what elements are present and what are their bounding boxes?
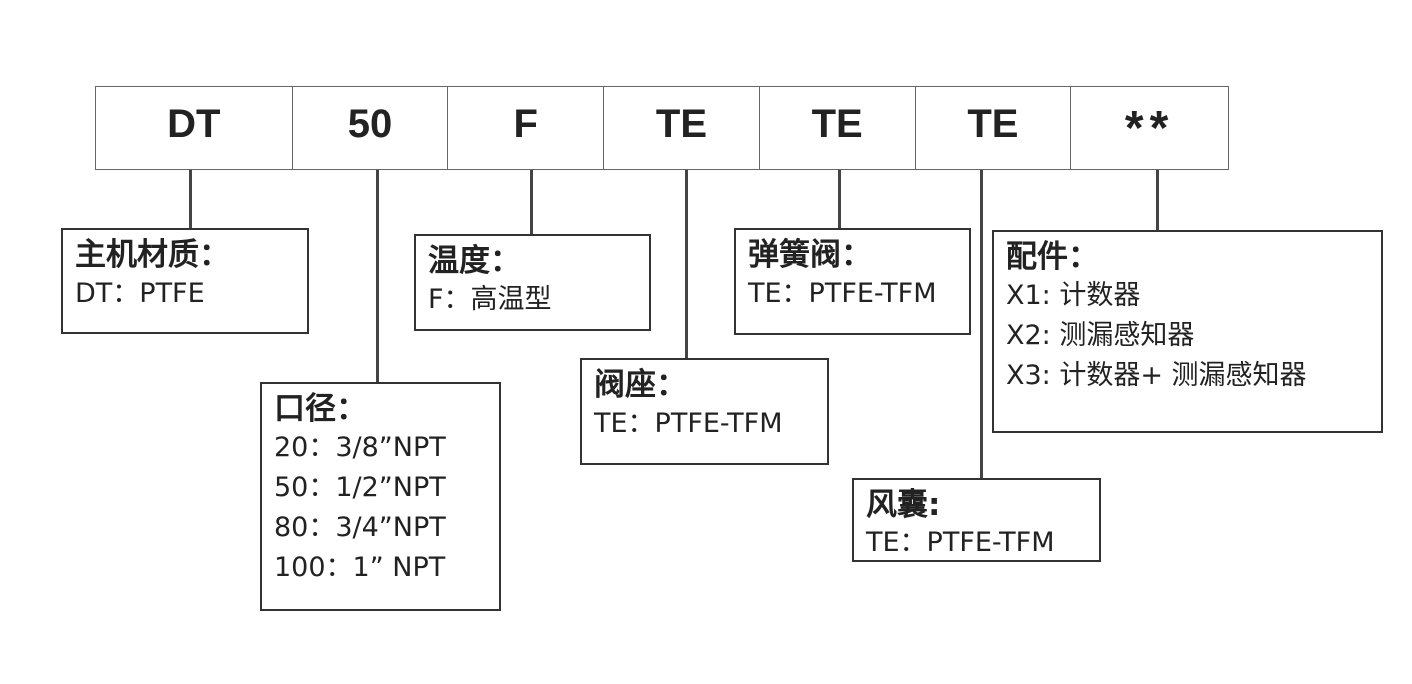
code-segment-temperature: F	[448, 87, 605, 169]
model-code-row: DT 50 F TE TE TE **	[95, 86, 1229, 170]
port-size-option: 100：1” NPT	[274, 552, 446, 583]
temperature-option: F：高温型	[428, 284, 552, 315]
connector-bladder	[980, 170, 983, 480]
connector-temperature	[530, 170, 533, 236]
temperature-box: 温度： F：高温型	[414, 234, 651, 331]
port-size-box: 口径： 20：3/8”NPT 50：1/2”NPT 80：3/4”NPT 100…	[260, 382, 501, 611]
spring-valve-option: TE：PTFE-TFM	[748, 278, 937, 309]
material-box: 主机材质： DT：PTFE	[61, 228, 309, 334]
code-segment-material: DT	[96, 87, 293, 169]
valve-seat-box: 阀座： TE：PTFE-TFM	[580, 358, 829, 465]
valve-seat-option: TE：PTFE-TFM	[594, 408, 783, 439]
valve-seat-title: 阀座：	[594, 367, 687, 403]
bladder-title: 风囊:	[866, 487, 941, 523]
spring-valve-box: 弹簧阀： TE：PTFE-TFM	[734, 228, 971, 335]
port-size-option: 80：3/4”NPT	[274, 512, 446, 543]
connector-spring-valve	[838, 170, 841, 230]
code-segment-port-size: 50	[293, 87, 449, 169]
material-title: 主机材质：	[75, 237, 230, 273]
connector-accessories	[1156, 170, 1159, 232]
port-size-option: 50：1/2”NPT	[274, 472, 446, 503]
material-option: DT：PTFE	[75, 278, 205, 309]
temperature-title: 温度：	[428, 243, 521, 279]
bladder-box: 风囊: TE：PTFE-TFM	[852, 478, 1101, 562]
code-segment-valve-seat: TE	[604, 87, 760, 169]
connector-valve-seat	[685, 170, 688, 360]
port-size-title: 口径：	[274, 391, 367, 427]
connector-material	[189, 170, 192, 230]
port-size-option: 20：3/8”NPT	[274, 432, 446, 463]
accessories-option: X3: 计数器+ 测漏感知器	[1006, 360, 1307, 391]
accessories-option: X1: 计数器	[1006, 280, 1141, 311]
spring-valve-title: 弹簧阀：	[748, 237, 872, 273]
accessories-title: 配件：	[1006, 239, 1099, 275]
code-segment-spring-valve: TE	[760, 87, 916, 169]
code-segment-accessories: **	[1124, 101, 1175, 155]
bladder-option: TE：PTFE-TFM	[866, 527, 1055, 558]
accessories-option: X2: 测漏感知器	[1006, 320, 1195, 351]
code-segment-bladder: TE	[916, 87, 1072, 169]
accessories-box: 配件： X1: 计数器 X2: 测漏感知器 X3: 计数器+ 测漏感知器	[992, 230, 1383, 433]
connector-port-size	[376, 170, 379, 384]
